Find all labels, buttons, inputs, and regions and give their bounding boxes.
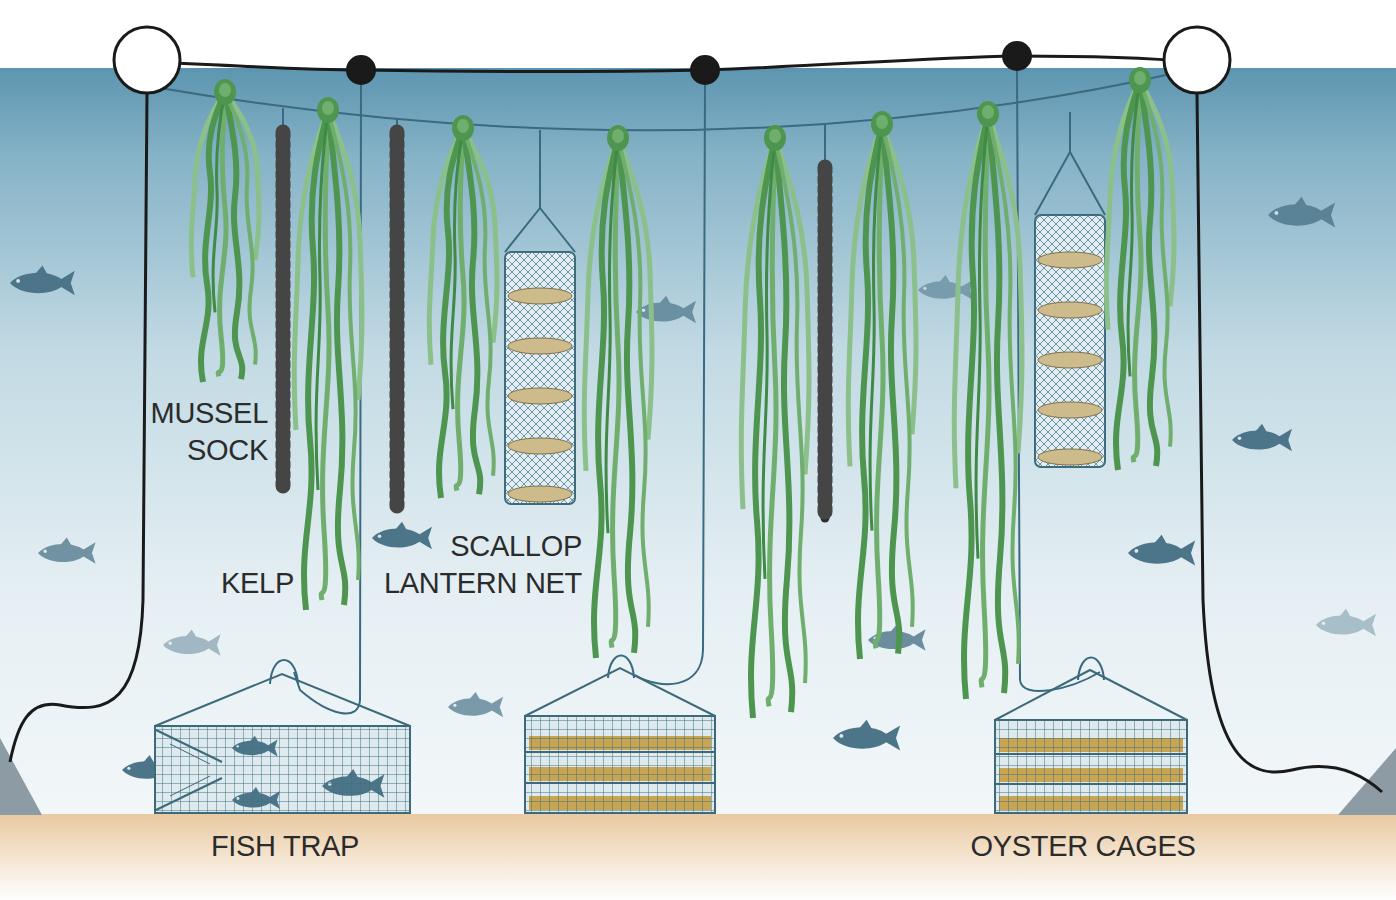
surface-rope	[150, 56, 1195, 72]
kelp	[191, 67, 1174, 718]
part-label: FISH TRAP	[160, 828, 410, 865]
mooring-line	[10, 93, 1382, 792]
oyster-cage	[995, 658, 1187, 814]
anchor	[0, 738, 42, 815]
backbone-line	[160, 72, 1180, 130]
buoy	[114, 27, 1230, 93]
seabed	[0, 814, 1396, 900]
part-label: OYSTER CAGES	[958, 828, 1208, 865]
water	[0, 68, 1396, 816]
drop-line	[294, 70, 1100, 713]
part-label: KELP	[221, 565, 311, 602]
part-label: MUSSEL SOCK	[136, 395, 268, 469]
fish-trap	[155, 660, 410, 813]
shellfish-cage	[525, 656, 715, 814]
part-label: SCALLOP LANTERN NET	[364, 528, 582, 602]
